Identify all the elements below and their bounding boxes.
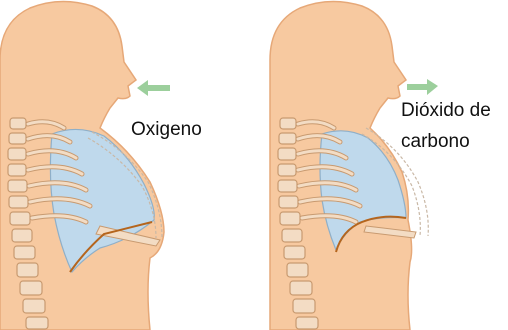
inhale-figure bbox=[0, 1, 170, 330]
inward-arrow-icon bbox=[137, 80, 170, 96]
exhale-figure bbox=[270, 1, 438, 330]
outward-arrow-icon bbox=[407, 79, 438, 95]
carbon-dioxide-label-line2: carbono bbox=[401, 130, 470, 153]
oxygen-label: Oxigeno bbox=[131, 118, 202, 141]
carbon-dioxide-label-line1: Dióxido de bbox=[401, 99, 491, 122]
